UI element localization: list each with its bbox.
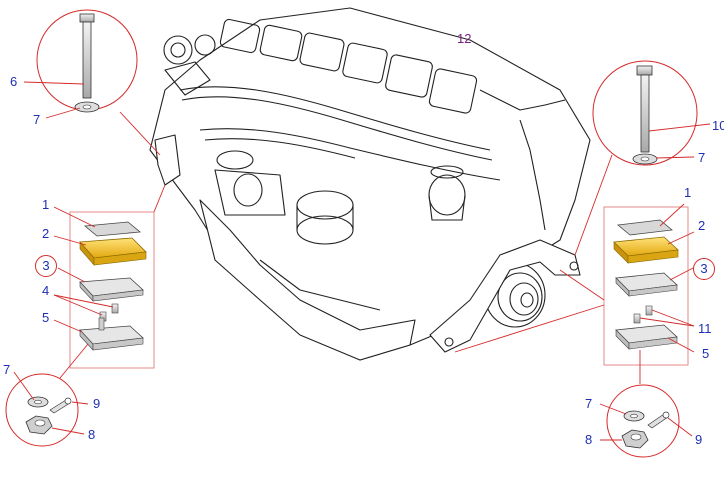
right-nut-washer-label: 7: [585, 396, 593, 411]
bolt-head: [636, 65, 653, 76]
left-pad-label: 2: [42, 226, 50, 241]
right-key-label: 9: [695, 432, 703, 447]
plate-shape: [617, 219, 673, 236]
left-nut-detail: [5, 371, 89, 447]
left-key-label: 9: [93, 396, 101, 411]
left-nut-washer-label: 7: [3, 362, 11, 377]
engine-label: 12: [457, 31, 472, 46]
left-base-label: 5: [42, 310, 50, 325]
right-bolt-detail: [574, 60, 711, 256]
left-bolt-label: 6: [10, 74, 18, 89]
right-pad-label: 2: [698, 218, 706, 233]
bolt-head: [79, 13, 95, 23]
engine-illustration: [149, 7, 591, 361]
pin-shape: [645, 305, 653, 316]
left-pins-label: 4: [42, 283, 50, 298]
left-washer-label: 7: [33, 112, 41, 127]
valve-covers: [219, 18, 478, 114]
plate-shape: [84, 221, 141, 237]
right-nut-label: 8: [585, 432, 593, 447]
pin-shape: [111, 303, 119, 314]
right-pins-label: 11: [698, 321, 712, 336]
bolt-shank: [640, 74, 650, 153]
left-bracket-label: 3: [35, 255, 57, 277]
bolt-shank: [82, 21, 92, 99]
left-nut-label: 8: [88, 427, 96, 442]
right-mount-stack: [454, 203, 695, 384]
left-mount-stack: [53, 184, 166, 379]
right-plate-label: 1: [684, 185, 692, 200]
left-bolt-detail: [23, 9, 161, 156]
left-plate-label: 1: [42, 197, 50, 212]
right-base-label: 5: [702, 346, 710, 361]
right-bracket-label: 3: [693, 258, 715, 280]
right-washer-label: 7: [698, 150, 706, 165]
right-nut-detail: [599, 384, 693, 458]
right-bolt-label: 10: [712, 118, 724, 133]
